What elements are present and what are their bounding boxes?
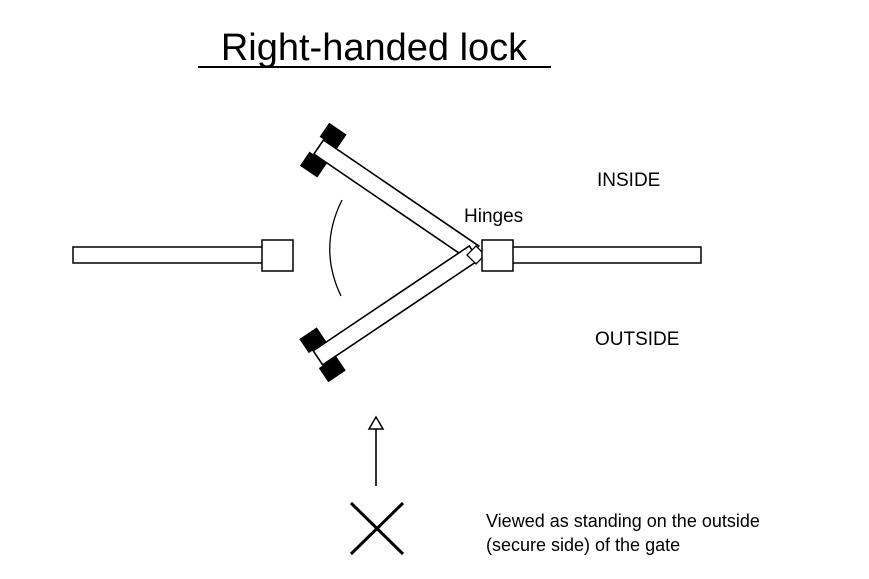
gate-leaf-outside: [299, 244, 480, 383]
outside-label: OUTSIDE: [595, 329, 679, 350]
caption-line-2: (secure side) of the gate: [486, 535, 680, 555]
latch-block-outer: [299, 151, 327, 178]
hinge-post: [481, 239, 514, 272]
left-gate-post: [261, 239, 294, 272]
left-fence-rail: [72, 246, 264, 264]
latch-block-outer: [318, 356, 346, 383]
right-fence-rail: [511, 246, 702, 264]
diagram-title: Right-handed lock: [221, 27, 528, 69]
inside-label: INSIDE: [597, 170, 660, 191]
x-mark-icon: [349, 501, 405, 556]
gate-swing-arc: [329, 199, 343, 297]
latch-block-inner: [319, 122, 347, 149]
arrow-up-icon: [367, 415, 385, 486]
hinges-label: Hinges: [464, 206, 523, 227]
latch-block-inner: [299, 327, 327, 354]
caption-line-1: Viewed as standing on the outside: [486, 511, 760, 531]
